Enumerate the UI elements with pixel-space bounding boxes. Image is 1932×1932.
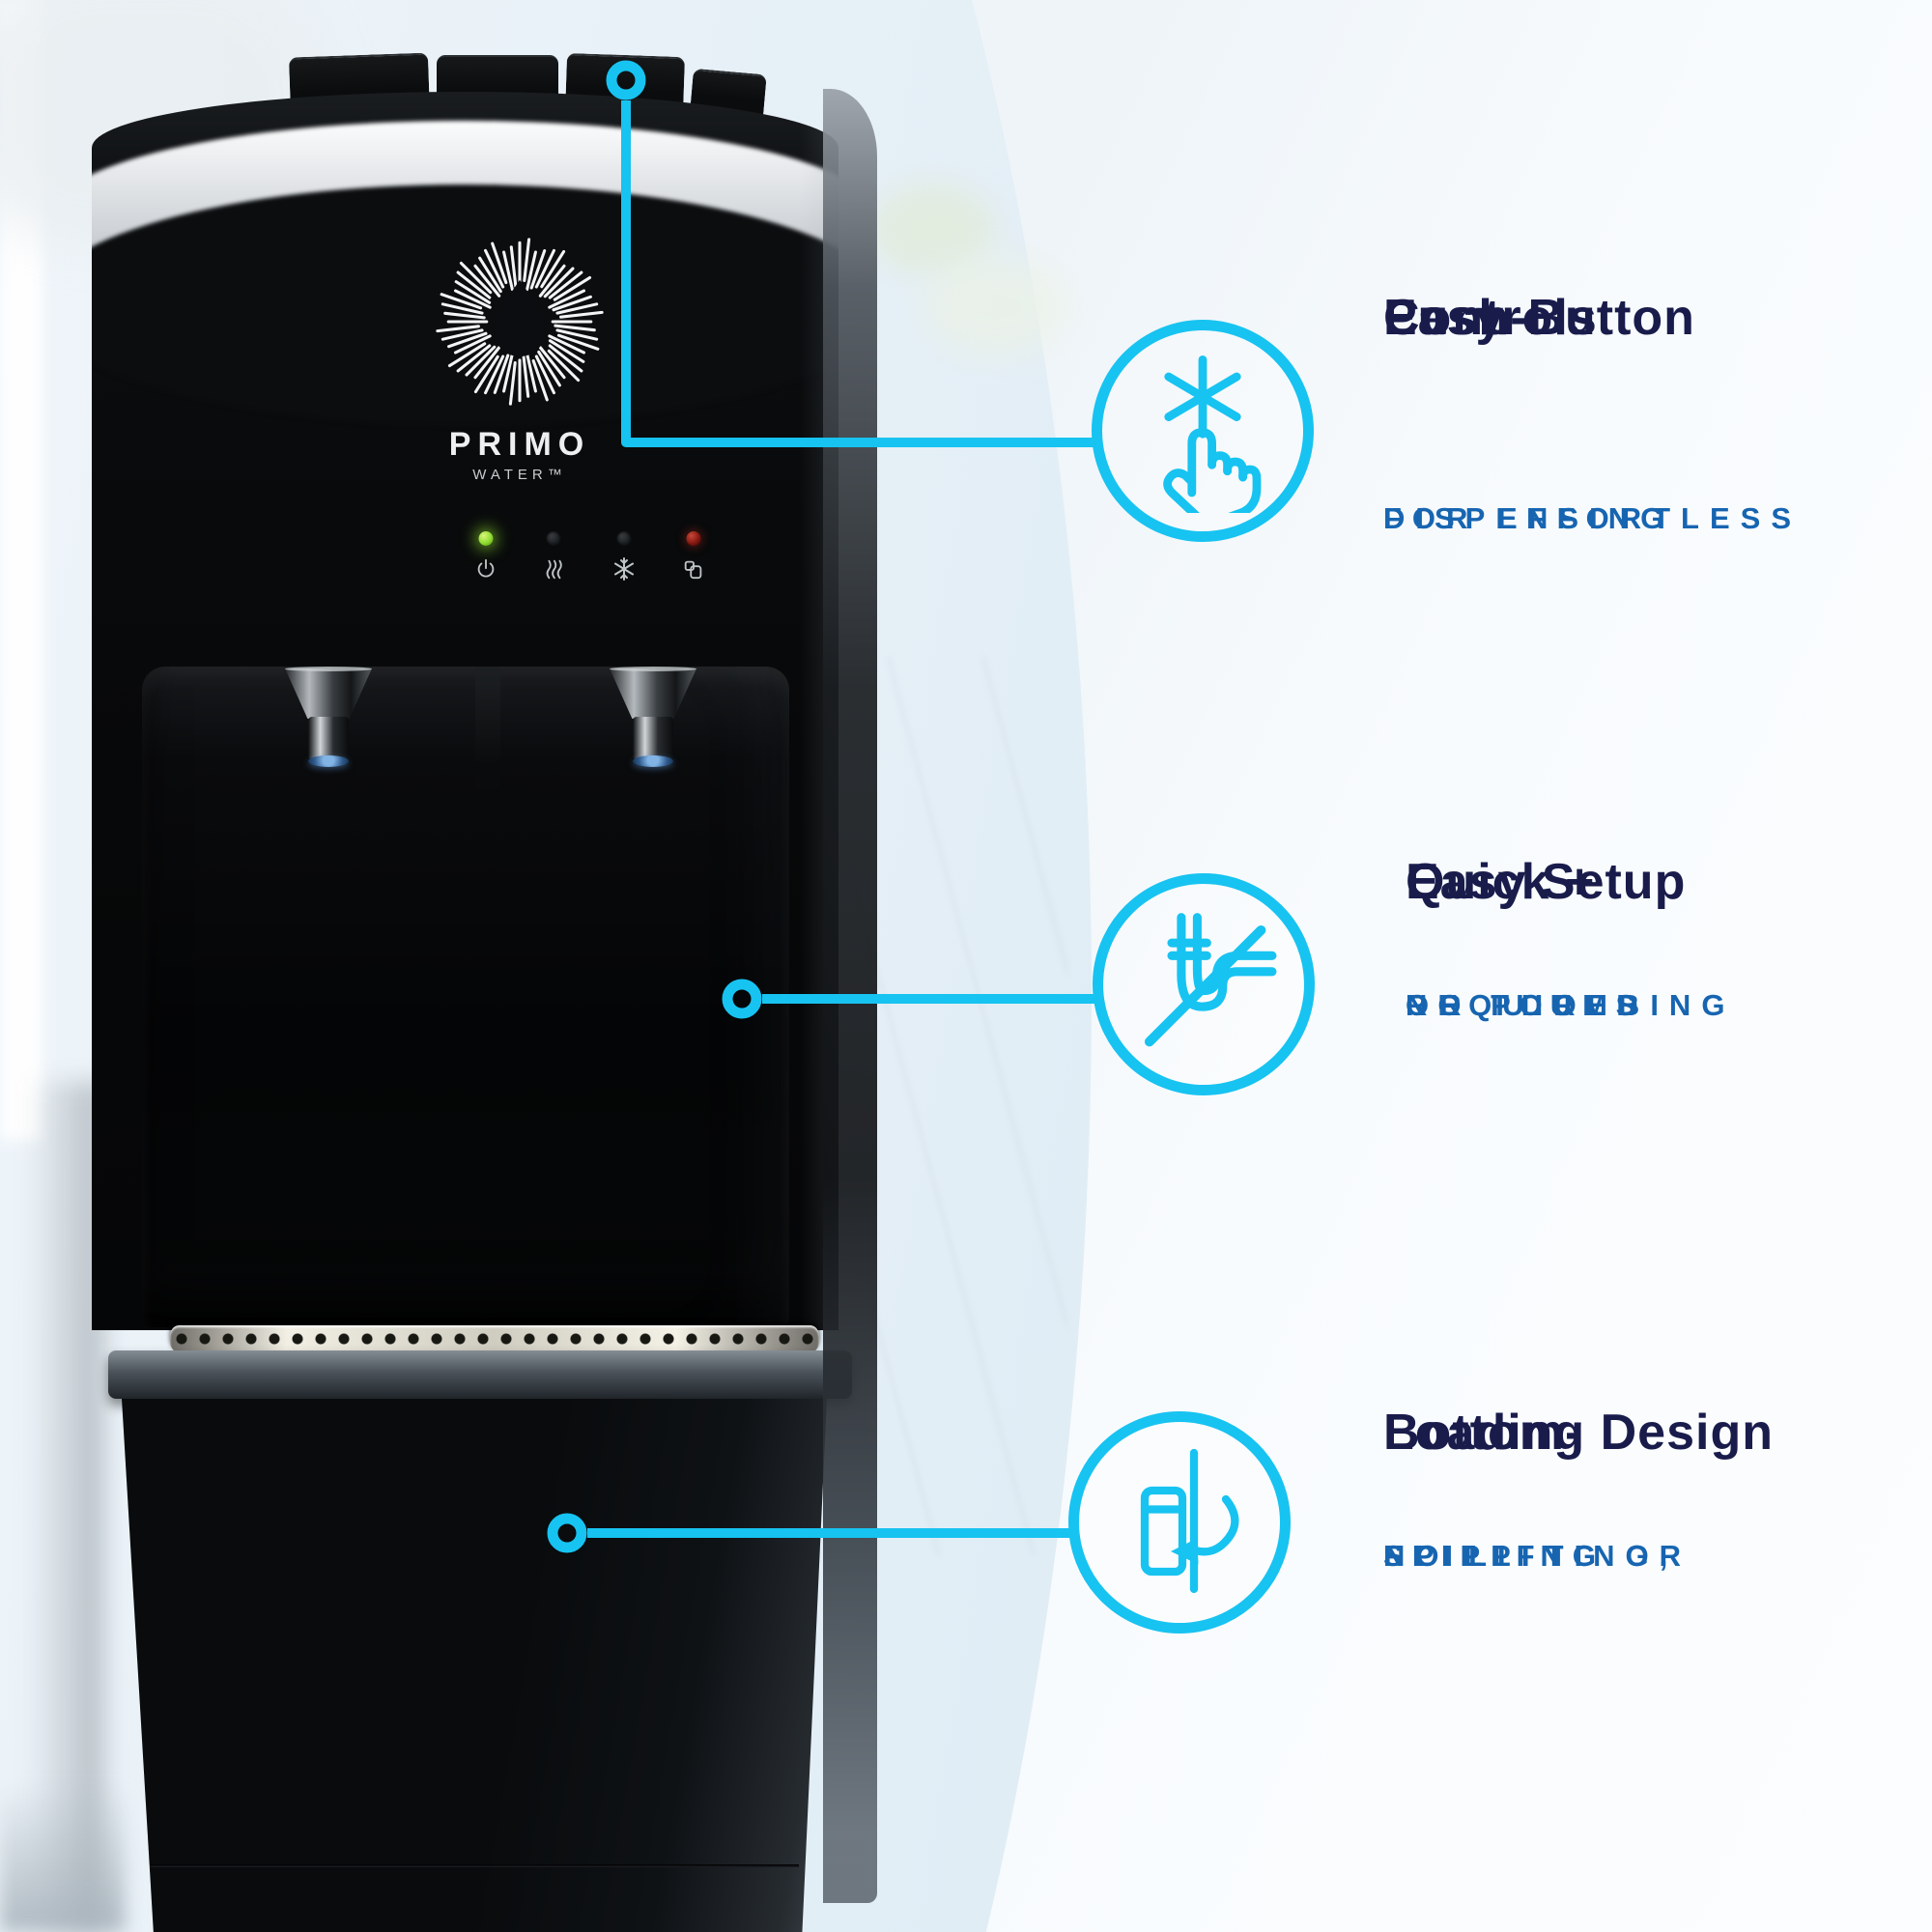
cold-water-spout [285,667,372,773]
drip-tray-ledge [108,1350,852,1399]
title-line: Easy [1383,290,1505,346]
title-line: Push-Button [1383,290,1695,346]
callout-circle-bottom-load [1068,1411,1291,1634]
power-icon [477,558,495,578]
subtitle-line: DISPENSING [1383,501,1675,535]
power-led [478,531,494,546]
indicator-power [465,531,507,589]
hot-led [546,531,561,546]
spout-nozzle [633,755,673,767]
child-lock-icon [684,560,702,580]
cold-water-icon [614,557,634,581]
background-marble-veins [845,657,1067,1555]
no-plumbing-icon [1144,913,1277,1047]
callout-dot [547,1513,587,1553]
title-line: Bottom- [1383,1405,1583,1461]
push-button-icon [1163,355,1262,513]
bottom-cabinet-door [122,1399,827,1932]
spout-barrel [308,717,349,759]
subtitle-line: FLIPPING OR [1383,1539,1692,1573]
callout-dot [606,60,646,100]
subtitle-line: OR TOOLS [1406,988,1647,1022]
alcove-center-fixture [475,667,500,790]
title-line: Quick + [1406,854,1596,910]
primo-droplet-starburst-logo [436,238,604,406]
callout-circle-push-button [1092,320,1314,542]
child-lock-led [686,531,701,546]
cabinet-seam [150,1864,799,1867]
brand-name: PRIMO [448,426,591,463]
subtitle-line: REQUIRED [1406,988,1649,1022]
gloss-reflection-mask [92,185,838,426]
brand-subname: WATER™ [472,467,567,483]
subtitle-line: NO PLUMBING [1406,988,1736,1022]
bottom-load-icon [1140,1448,1239,1594]
subtitle-line: SPILLING [1383,1539,1606,1573]
background-floor [0,1782,126,1932]
title-line: Easy Setup [1406,854,1687,910]
callout-dot [722,979,762,1019]
background-plant-blur [923,256,1067,357]
spout-barrel [633,717,673,759]
hot-water-spout [610,667,696,773]
indicator-child-lock [672,531,715,589]
indicator-cold [603,531,645,589]
connector-line [621,100,1095,447]
hot-water-icon [546,559,562,580]
drip-tray-grille [170,1325,819,1352]
indicator-hot [532,531,575,589]
spout-rim [610,667,696,671]
spout-nozzle [308,755,349,767]
subtitle-line: FOR EFFORTLESS [1383,501,1802,535]
dispensing-alcove [142,667,789,1327]
title-line: Loading Design [1383,1405,1774,1461]
title-line: Controls [1383,290,1598,346]
spout-rim [285,667,372,671]
subtitle-line: NO LIFTING, [1383,1539,1679,1573]
cold-led [616,531,632,546]
callout-circle-no-plumbing [1093,873,1315,1095]
brand-logo: PRIMO WATER™ [433,225,607,483]
